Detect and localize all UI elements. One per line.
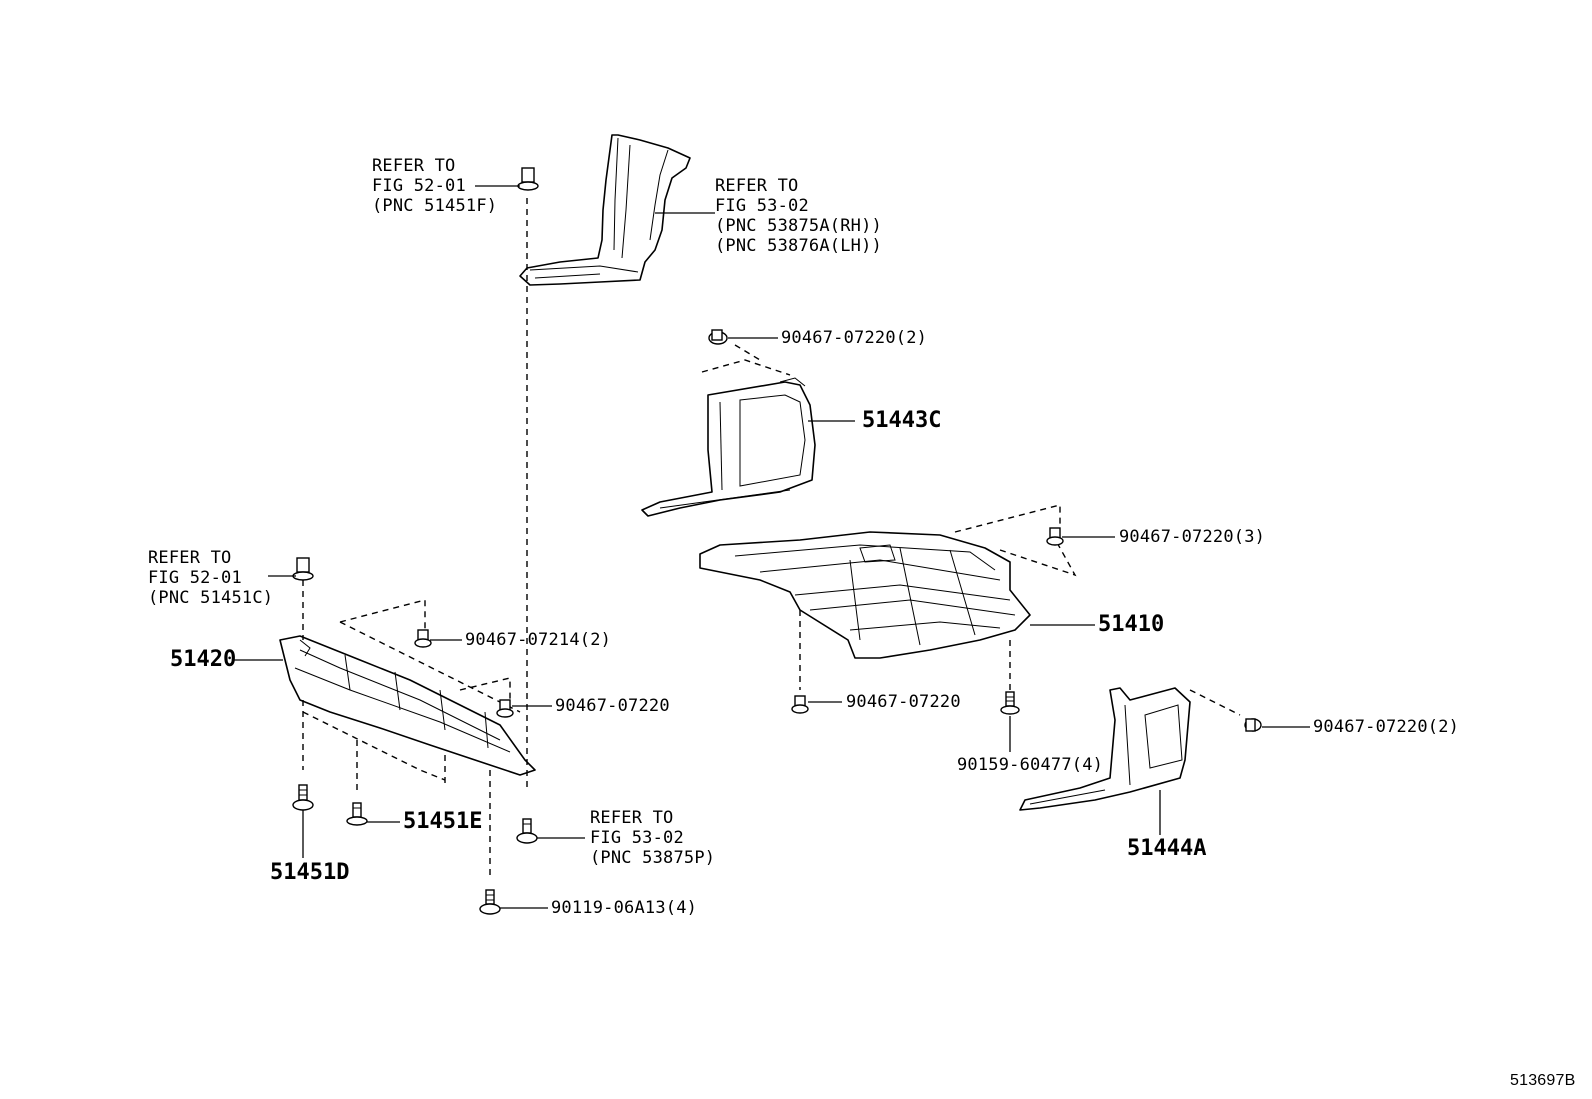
callout-line: FIG 53-02 [715,196,809,216]
callout-line: REFER TO [715,176,799,196]
part-number-label: 51451D [270,860,350,885]
fastener-label: 90467-07214(2) [465,630,612,650]
clip-icon [517,167,539,191]
part-number-label: 51451E [403,809,483,834]
part-number-label: 51420 [170,647,237,672]
fastener-label: 90159-60477(4) [957,755,1104,775]
bolt-icon [496,699,514,718]
leader-lines [233,185,1310,909]
screw-icon [1000,691,1020,715]
callout-line: (PNC 53876A(LH)) [715,236,882,256]
clip-icon [292,557,314,581]
part-51410-illustration [699,531,1031,659]
callout-line: FIG 52-01 [148,568,242,588]
bolt-icon [414,629,432,648]
callout-line: (PNC 51451C) [148,588,274,608]
screw-icon [292,784,314,811]
callout-line: (PNC 51451F) [372,196,498,216]
part-number-label: 51410 [1098,612,1165,637]
part-number-label: 51443C [862,408,942,433]
callout-line: REFER TO [148,548,232,568]
callout-line: (PNC 53875A(RH)) [715,216,882,236]
bolt-icon [791,695,809,714]
callout-line: FIG 53-02 [590,828,684,848]
diagram-id-label: 513697B [1510,1072,1576,1089]
fastener-label: 90467-07220(3) [1119,527,1266,547]
callout-line: FIG 52-01 [372,176,466,196]
bolt-icon [1046,527,1064,546]
part-number-label: 51444A [1127,836,1207,861]
screw-icon [346,802,368,826]
bolt-icon [708,329,728,345]
fastener-label: 90119-06A13(4) [551,898,698,918]
bolt-icon [1244,718,1262,732]
fasteners [292,167,1262,915]
fastener-label: 90467-07220(2) [1313,717,1460,737]
callout-line: REFER TO [372,156,456,176]
fastener-label: 90467-07220 [846,692,961,712]
fastener-label: 90467-07220(2) [781,328,928,348]
fender-liner-illustration [519,134,691,286]
part-51443C-illustration [641,377,816,517]
callout-line: REFER TO [590,808,674,828]
screw-icon [516,818,538,844]
part-51444A-illustration [1019,687,1191,811]
part-51420-illustration [279,635,536,776]
fastener-label: 90467-07220 [555,696,670,716]
screw-icon [479,889,501,915]
callout-line: (PNC 53875P) [590,848,716,868]
